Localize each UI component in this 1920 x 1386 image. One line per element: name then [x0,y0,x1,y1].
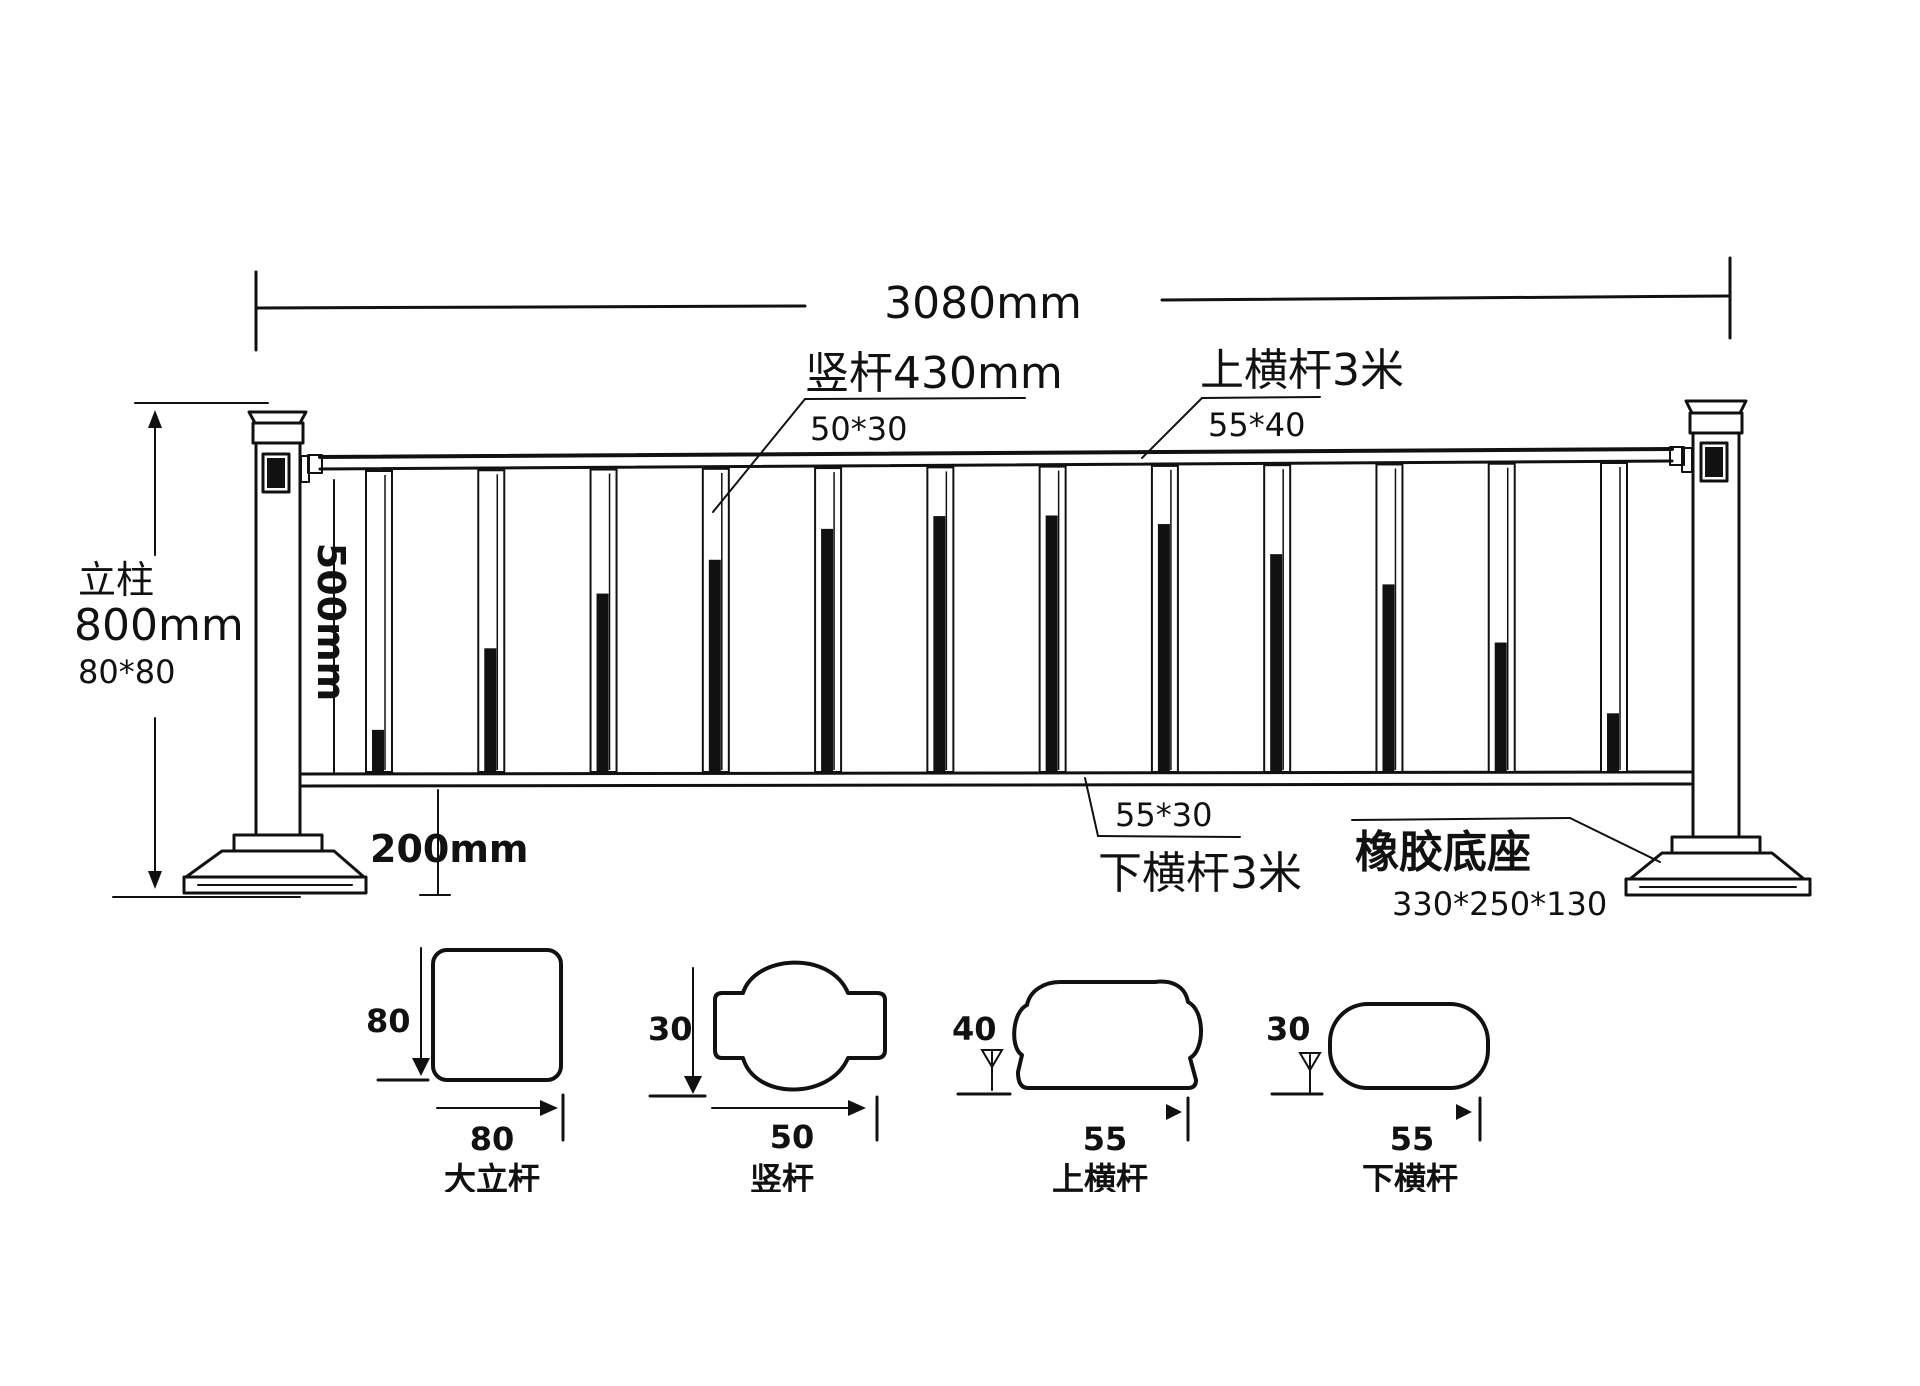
vertical-bar-shading [1157,524,1170,772]
vertical-bar-shading [821,528,834,772]
post-height-dimension: 立柱 800mm 80*80 [74,402,301,898]
section-vertical-bar-height: 30 [648,1010,693,1048]
total-width-label: 3080mm [884,278,1082,329]
infill-height-label: 500mm [309,543,353,702]
section-bottom-rail-width: 55 [1390,1120,1435,1158]
vertical-bar-outline [365,470,393,773]
post-name-label: 立柱 [78,558,154,602]
vertical-bar-label: 竖杆430mm [805,348,1063,399]
vertical-bar [814,467,843,773]
top-rail [307,446,1685,474]
top-rail-callout: 上横杆3米 55*40 [1141,345,1404,459]
vertical-bar [1600,462,1628,773]
vertical-bar [589,468,618,773]
vertical-bar [701,467,730,773]
vertical-bar [1375,463,1404,773]
vertical-bar [1150,464,1179,773]
section-main-post: 80 80 大立杆 [366,947,565,1198]
vertical-bar [365,470,393,773]
infill-height-dimension: 500mm [309,479,353,773]
bottom-rail-spec: 55*30 [1115,796,1212,834]
vertical-bar-callout: 竖杆430mm 50*30 [712,348,1063,513]
section-bottom-rail: 30 55 下横杆 [1266,1002,1490,1198]
bottom-rail-callout: 55*30 下横杆3米 [1084,777,1302,899]
section-main-post-height: 80 [366,1002,411,1040]
section-top-rail: 40 55 上横杆 [952,979,1203,1198]
vertical-bar-shading [1045,515,1058,772]
vertical-bar-shading [1607,713,1619,772]
post-height-label: 800mm [74,600,244,651]
vertical-bar [926,466,955,773]
right-post [1624,399,1812,897]
vertical-bar-shading [1382,584,1395,772]
rubber-base-spec: 330*250*130 [1392,885,1607,923]
vertical-bar-shading [484,648,497,772]
section-vertical-bar: 30 50 竖杆 [648,960,887,1198]
rubber-base-label: 橡胶底座 [1355,827,1531,878]
top-rail-spec: 55*40 [1208,406,1305,444]
top-rail-label: 上横杆3米 [1200,345,1404,396]
section-bottom-rail-height: 30 [1266,1010,1311,1048]
vertical-bar-shading [708,559,721,772]
section-main-post-name: 大立杆 [444,1160,540,1198]
vertical-bar [1487,462,1516,773]
post-section-label: 80*80 [78,653,175,691]
vertical-bar [1263,464,1292,773]
section-vertical-bar-width: 50 [770,1118,815,1156]
ground-clearance-dimension: 200mm [370,789,529,896]
vertical-bar-shading [1494,642,1507,772]
section-top-rail-name: 上横杆 [1052,1160,1148,1198]
vertical-bar-shading [933,516,946,772]
rubber-base-callout: 橡胶底座 330*250*130 [1351,817,1661,923]
vertical-bars [365,462,1628,773]
section-main-post-width: 80 [470,1120,515,1158]
section-vertical-bar-name: 竖杆 [750,1160,814,1198]
left-post [182,410,368,895]
total-width-dimension: 3080mm [254,256,1732,352]
vertical-bar-shading [1270,554,1283,772]
bottom-rail [298,770,1695,788]
vertical-bar [477,469,506,773]
vertical-bar-spec: 50*30 [810,410,907,448]
vertical-bar [1038,465,1067,773]
section-top-rail-width: 55 [1083,1120,1128,1158]
section-bottom-rail-name: 下横杆 [1362,1160,1458,1198]
label-clip-band [300,1192,1600,1232]
bottom-rail-label: 下横杆3米 [1098,848,1302,899]
section-top-rail-height: 40 [952,1010,997,1048]
vertical-bar-shading [372,729,384,772]
ground-clearance-label: 200mm [370,827,529,871]
vertical-bar-shading [596,593,609,772]
